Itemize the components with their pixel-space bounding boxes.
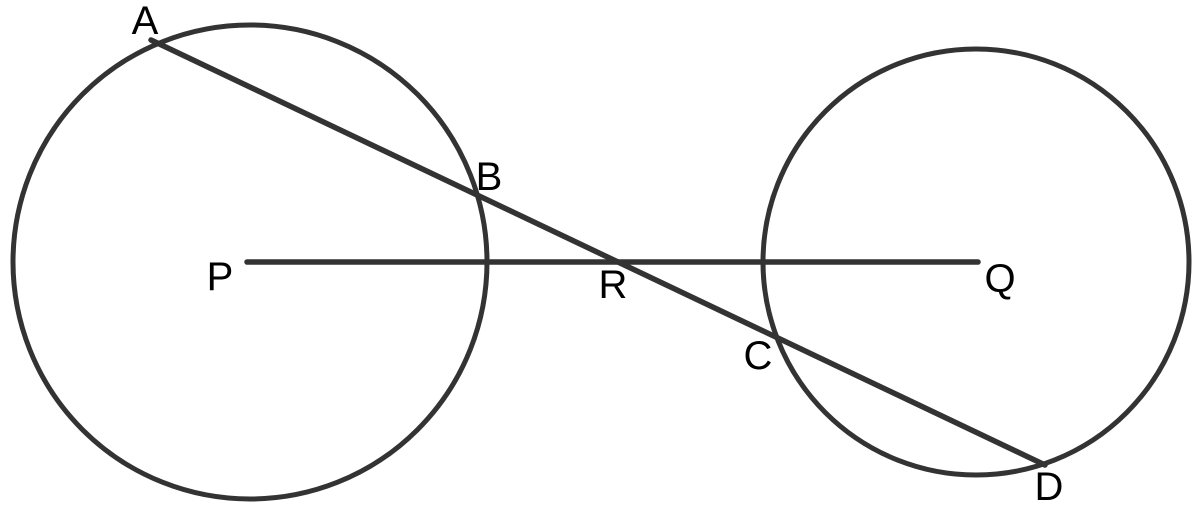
label-B: B — [476, 155, 503, 199]
label-R: R — [599, 263, 628, 307]
label-A: A — [132, 0, 159, 43]
label-P: P — [207, 255, 234, 299]
label-C: C — [744, 334, 773, 378]
secant-AD — [148, 37, 1048, 468]
label-Q: Q — [984, 257, 1015, 301]
label-D: D — [1035, 465, 1064, 509]
